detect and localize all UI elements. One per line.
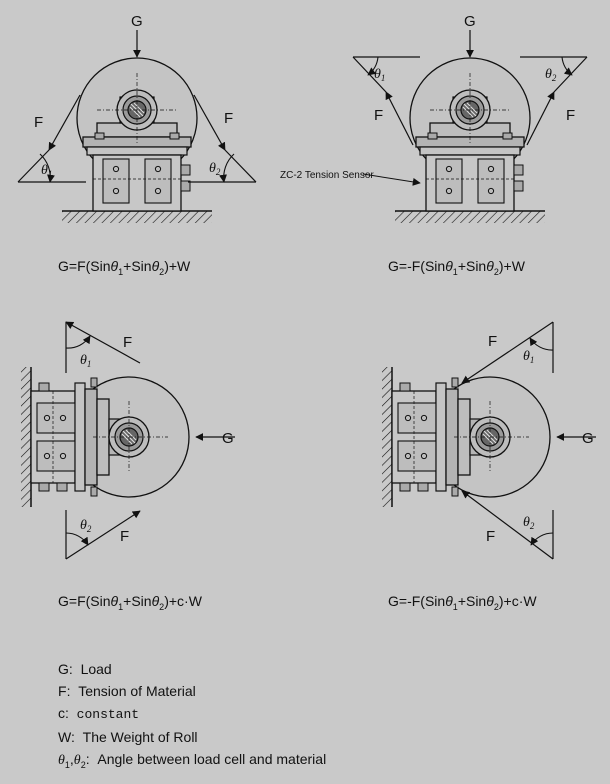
legend-constant: c: constant xyxy=(58,705,140,722)
angle-arc-1 xyxy=(39,153,55,183)
svg-text:θ2: θ2 xyxy=(209,161,221,177)
theta-sub-1: 1 xyxy=(530,355,535,365)
tension-arrow-top xyxy=(461,321,554,384)
tension-arrow-right xyxy=(193,94,226,151)
theta-label-2: θ xyxy=(545,67,552,82)
legend: G: Load F: Tension of Material c: consta… xyxy=(58,658,326,776)
tension-label-top: F xyxy=(488,333,497,350)
formula-3: G=F(Sinθ1+Sinθ2)+c·W xyxy=(58,593,202,612)
tension-label-right: F xyxy=(566,107,575,124)
theta-label-2: θ xyxy=(209,161,216,176)
theta-sub-1: 1 xyxy=(87,359,92,369)
tension-arrow-left xyxy=(48,94,81,151)
formula-1: G=F(Sinθ1+Sinθ2)+W xyxy=(58,258,191,277)
theta-sub-1: 1 xyxy=(48,169,53,179)
diagram-3: G F θ1 F θ2 xyxy=(20,321,235,560)
theta-sub-1: 1 xyxy=(381,73,386,83)
tension-arrow-top xyxy=(65,321,141,364)
load-label: G xyxy=(131,13,143,30)
theta-label-1: θ xyxy=(374,67,381,82)
theta-sub-2: 2 xyxy=(87,524,92,534)
tension-arrow-bottom xyxy=(461,490,554,560)
tension-label-top: F xyxy=(123,334,132,351)
angle-arc-2 xyxy=(219,153,235,183)
tension-arrow-left xyxy=(385,91,414,146)
load-label: G xyxy=(222,430,234,447)
theta-label-1: θ xyxy=(41,163,48,178)
tension-label-bottom: F xyxy=(120,528,129,545)
theta-sub-2: 2 xyxy=(552,73,557,83)
legend-tension: F: Tension of Material xyxy=(58,683,196,699)
diagram-2: G F θ1 F θ2 ZC-2 Tension Sensor xyxy=(280,13,588,224)
theta-label-2: θ xyxy=(80,518,87,533)
theta-sub-2: 2 xyxy=(530,521,535,531)
load-label: G xyxy=(464,13,476,30)
svg-text:θ1: θ1 xyxy=(41,163,52,179)
formula-2: G=-F(Sinθ1+Sinθ2)+W xyxy=(388,258,525,277)
legend-weight: W: The Weight of Roll xyxy=(58,729,198,745)
svg-text:θ1: θ1 xyxy=(374,67,385,83)
diagram-1: G F θ1 F θ2 xyxy=(17,13,257,224)
svg-text:θ2: θ2 xyxy=(545,67,557,83)
svg-text:θ1: θ1 xyxy=(523,349,534,365)
diagram-4: G F θ1 F θ2 xyxy=(381,321,596,560)
theta-label-2: θ xyxy=(523,515,530,530)
formula-4: G=-F(Sinθ1+Sinθ2)+c·W xyxy=(388,593,537,612)
tension-label-right: F xyxy=(224,110,233,127)
legend-angle: θ1,θ2: Angle between load cell and mater… xyxy=(58,751,327,770)
theta-label-1: θ xyxy=(80,353,87,368)
load-label: G xyxy=(582,430,594,447)
tension-arrow-bottom xyxy=(65,510,141,560)
tension-label-bottom: F xyxy=(486,528,495,545)
theta-label-1: θ xyxy=(523,349,530,364)
sensor-leader-line xyxy=(362,173,421,186)
svg-text:θ2: θ2 xyxy=(80,518,92,534)
tension-label-left: F xyxy=(374,107,383,124)
svg-text:θ2: θ2 xyxy=(523,515,535,531)
tension-label-left: F xyxy=(34,114,43,131)
theta-sub-2: 2 xyxy=(216,167,221,177)
legend-load: G: Load xyxy=(58,661,112,677)
sensor-label: ZC-2 Tension Sensor xyxy=(280,170,374,181)
svg-text:θ1: θ1 xyxy=(80,353,91,369)
tension-arrow-right xyxy=(526,91,555,146)
